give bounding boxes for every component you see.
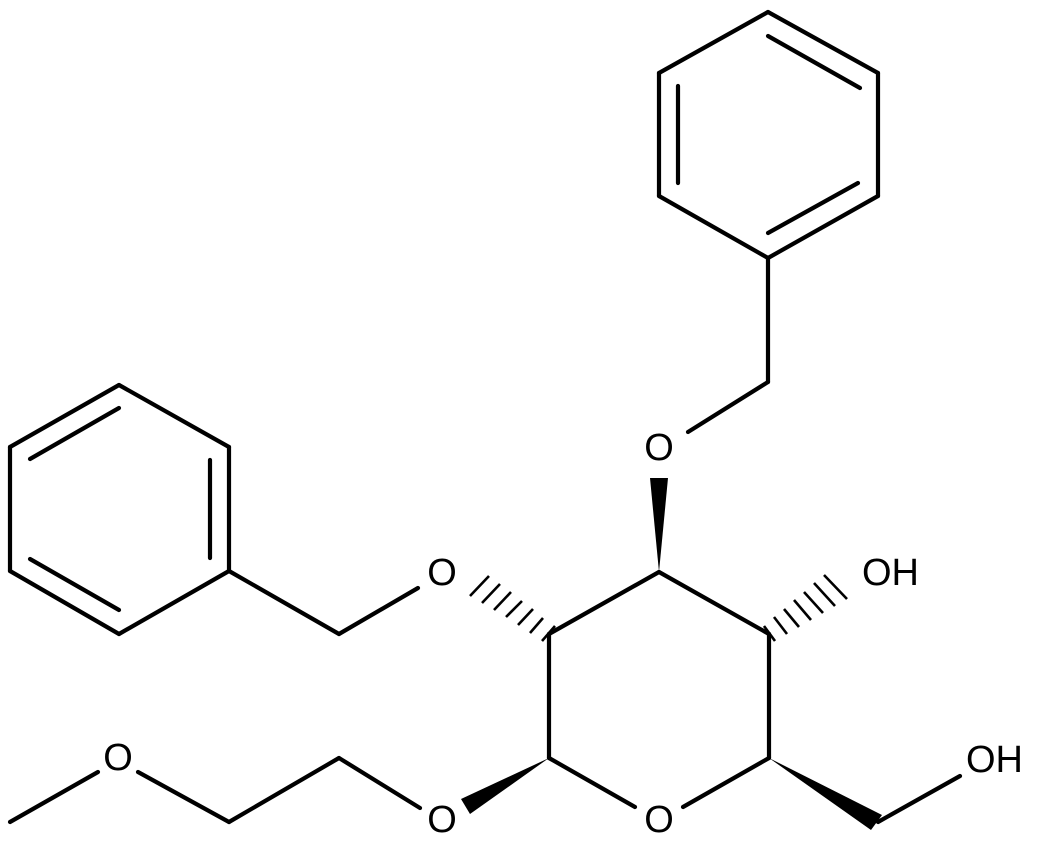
bond-ch2-o: [336, 585, 421, 637]
hash-line: [541, 625, 556, 642]
bond: [656, 9, 771, 76]
bond-phenyl-ch2: [226, 568, 342, 637]
bond: [7, 568, 122, 637]
bond-c2-c3: [546, 569, 662, 637]
hash-line: [469, 575, 490, 597]
hash-bond-c4-oh: [762, 574, 848, 642]
aromatic-inner-bond: [765, 33, 863, 91]
atom-o-glycosidic: O: [427, 799, 457, 841]
hash-line: [481, 583, 501, 604]
left-phenyl-ring: [7, 382, 232, 637]
hash-line: [803, 591, 824, 614]
bond: [765, 193, 881, 261]
hash-line: [793, 599, 812, 621]
hash-bond-c2-o: [469, 575, 556, 642]
bond: [135, 769, 232, 825]
hash-line: [505, 600, 523, 618]
hash-line: [529, 617, 544, 634]
atom-oh-c4: OH: [862, 552, 919, 594]
bond: [656, 193, 771, 261]
bond: [336, 755, 423, 811]
bond: [7, 769, 101, 825]
methoxyethyl-chain: [7, 755, 423, 825]
bond-c5-oring: [680, 755, 772, 810]
bond: [116, 382, 232, 450]
atom-oh-c6: OH: [966, 739, 1023, 781]
bond-ch2-o: [685, 379, 771, 435]
aromatic-inner-bond: [27, 556, 122, 613]
wedge-bond-c3-o: [650, 478, 668, 572]
atom-o-methoxy: O: [103, 737, 133, 779]
hash-line: [772, 616, 789, 635]
atom-o-ring: O: [644, 799, 674, 841]
bond-ch2-oh: [875, 773, 963, 825]
hash-line: [783, 608, 800, 628]
bond-c3-c4: [656, 569, 772, 637]
wedge-bond-c1-o: [461, 758, 549, 814]
atom-o-c2-benzyl: O: [427, 552, 457, 594]
upper-phenyl-ring: [656, 9, 881, 261]
bond: [226, 755, 342, 825]
bond-oring-c1: [546, 755, 638, 810]
pyranose-ring: [546, 569, 772, 810]
aromatic-inner-bond: [765, 180, 861, 236]
bond: [7, 382, 122, 450]
atom-o-c3-benzyl: O: [644, 427, 674, 469]
hash-line: [762, 625, 777, 642]
bond: [765, 9, 881, 76]
wedge-bond-c5-ch2: [769, 758, 882, 830]
hash-line: [517, 608, 534, 626]
hash-line: [823, 574, 848, 600]
hash-line: [813, 582, 836, 607]
bond: [116, 568, 232, 637]
aromatic-inner-bond: [27, 405, 122, 462]
hash-line: [493, 591, 512, 611]
